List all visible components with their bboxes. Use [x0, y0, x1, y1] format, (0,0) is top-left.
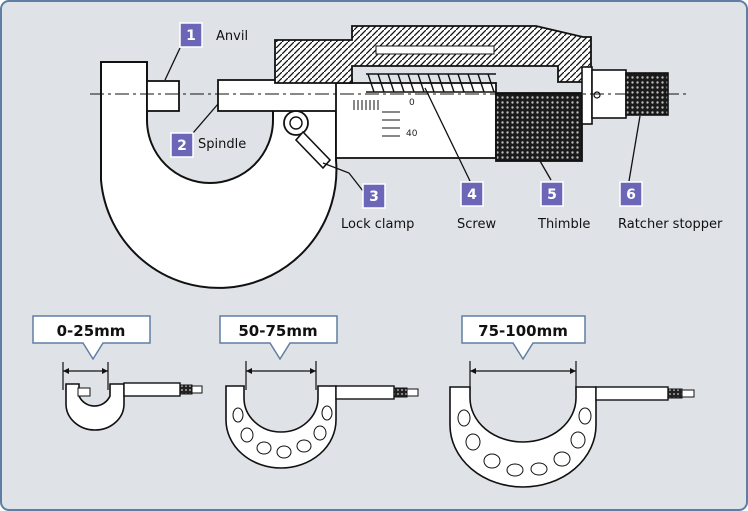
- bore-slot: [376, 46, 494, 54]
- range-label-50-75: 50-75mm: [238, 322, 317, 340]
- svg-text:6: 6: [626, 187, 636, 203]
- label-anvil: Anvil: [216, 29, 248, 44]
- svg-text:3: 3: [369, 189, 379, 205]
- lock-clamp-hole: [290, 117, 302, 129]
- label-ratcher-stopper: Ratcher stopper: [618, 217, 723, 232]
- ratchet-pin: [594, 92, 600, 98]
- part-badge-2: 2: [171, 133, 193, 157]
- label-spindle: Spindle: [198, 137, 246, 152]
- part-badge-6: 6: [620, 182, 642, 206]
- spindle: [218, 80, 352, 111]
- scale-forty: 40: [406, 129, 418, 139]
- label-lock-clamp: Lock clamp: [341, 217, 414, 232]
- range-label-0-25: 0-25mm: [57, 322, 126, 340]
- part-badge-1: 1: [180, 23, 202, 47]
- svg-text:4: 4: [467, 187, 477, 203]
- part-badge-5: 5: [541, 182, 563, 206]
- svg-text:1: 1: [186, 28, 196, 44]
- label-screw: Screw: [457, 217, 496, 232]
- part-badge-4: 4: [461, 182, 483, 206]
- thimble: [496, 93, 582, 161]
- sleeve-end: [582, 67, 592, 124]
- part-badge-3: 3: [363, 184, 385, 208]
- anvil: [147, 81, 179, 111]
- svg-text:2: 2: [177, 138, 187, 154]
- label-thimble: Thimble: [537, 217, 590, 232]
- scale-zero: 0: [409, 98, 415, 108]
- svg-text:5: 5: [547, 187, 557, 203]
- range-label-75-100: 75-100mm: [478, 322, 568, 340]
